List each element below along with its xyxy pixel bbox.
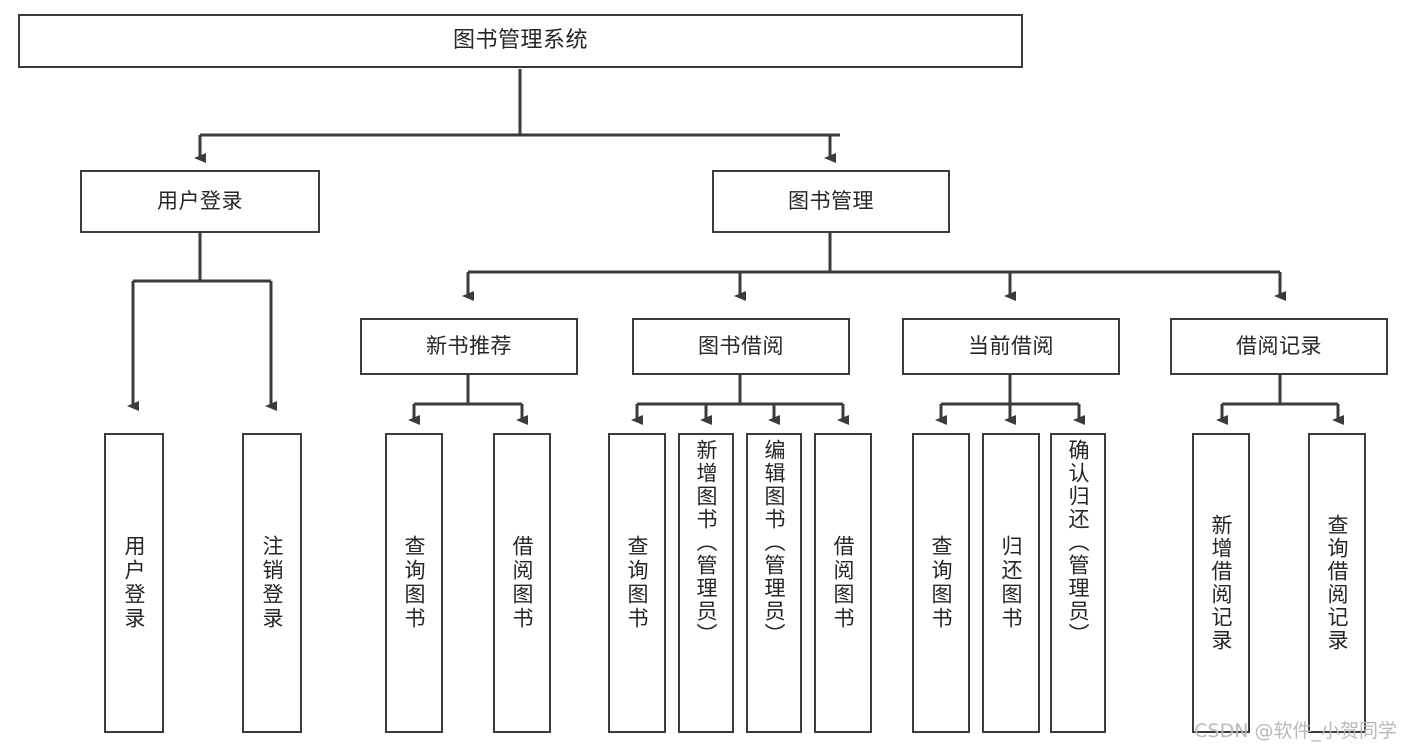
node-label: 归还图书 [999,535,1024,631]
node-label: 借阅图书 [510,535,535,631]
node-label: 用户登录 [157,189,243,213]
node-borrow-records[interactable]: 借阅记录 [1170,318,1388,375]
node-label: 图书借阅 [698,334,784,358]
node-book-borrow[interactable]: 图书借阅 [632,318,850,375]
node-book-management[interactable]: 图书管理 [712,170,950,233]
leaf-query-book-current[interactable]: 查询图书 [912,433,970,733]
node-label: 当前借阅 [968,334,1054,358]
node-new-book-recommend[interactable]: 新书推荐 [360,318,578,375]
leaf-logout[interactable]: 注销登录 [242,433,302,733]
node-label: 图书管理系统 [452,28,588,53]
leaf-user-login[interactable]: 用户登录 [104,433,164,733]
node-label: 查询图书 [402,535,427,631]
leaf-borrow-book-recommend[interactable]: 借阅图书 [493,433,551,733]
node-label: 编辑图书（管理员） [762,439,787,646]
leaf-confirm-return-admin[interactable]: 确认归还（管理员） [1050,433,1106,733]
leaf-query-borrow-record[interactable]: 查询借阅记录 [1308,433,1366,733]
node-label: 用户登录 [122,535,147,631]
node-root-book-management-system[interactable]: 图书管理系统 [18,14,1023,68]
node-label: 新增图书（管理员） [694,439,719,646]
node-current-borrow[interactable]: 当前借阅 [902,318,1120,375]
leaf-borrow-book[interactable]: 借阅图书 [814,433,872,733]
leaf-query-book-recommend[interactable]: 查询图书 [385,433,443,733]
node-label: 查询图书 [625,535,650,631]
node-user-login[interactable]: 用户登录 [80,170,320,233]
node-label: 借阅记录 [1236,334,1322,358]
node-label: 图书管理 [788,189,874,213]
leaf-add-book-admin[interactable]: 新增图书（管理员） [678,433,734,733]
node-label: 查询借阅记录 [1325,514,1350,652]
leaf-query-book-borrow[interactable]: 查询图书 [608,433,666,733]
node-label: 确认归还（管理员） [1066,439,1091,646]
leaf-return-book[interactable]: 归还图书 [982,433,1040,733]
node-label: 借阅图书 [831,535,856,631]
node-label: 新书推荐 [426,334,512,358]
node-label: 查询图书 [929,535,954,631]
node-label: 新增借阅记录 [1209,514,1234,652]
csdn-watermark: CSDN @软件_小贺同学 [1194,720,1397,742]
node-label: 注销登录 [260,535,285,631]
leaf-add-borrow-record[interactable]: 新增借阅记录 [1192,433,1250,733]
leaf-edit-book-admin[interactable]: 编辑图书（管理员） [746,433,802,733]
